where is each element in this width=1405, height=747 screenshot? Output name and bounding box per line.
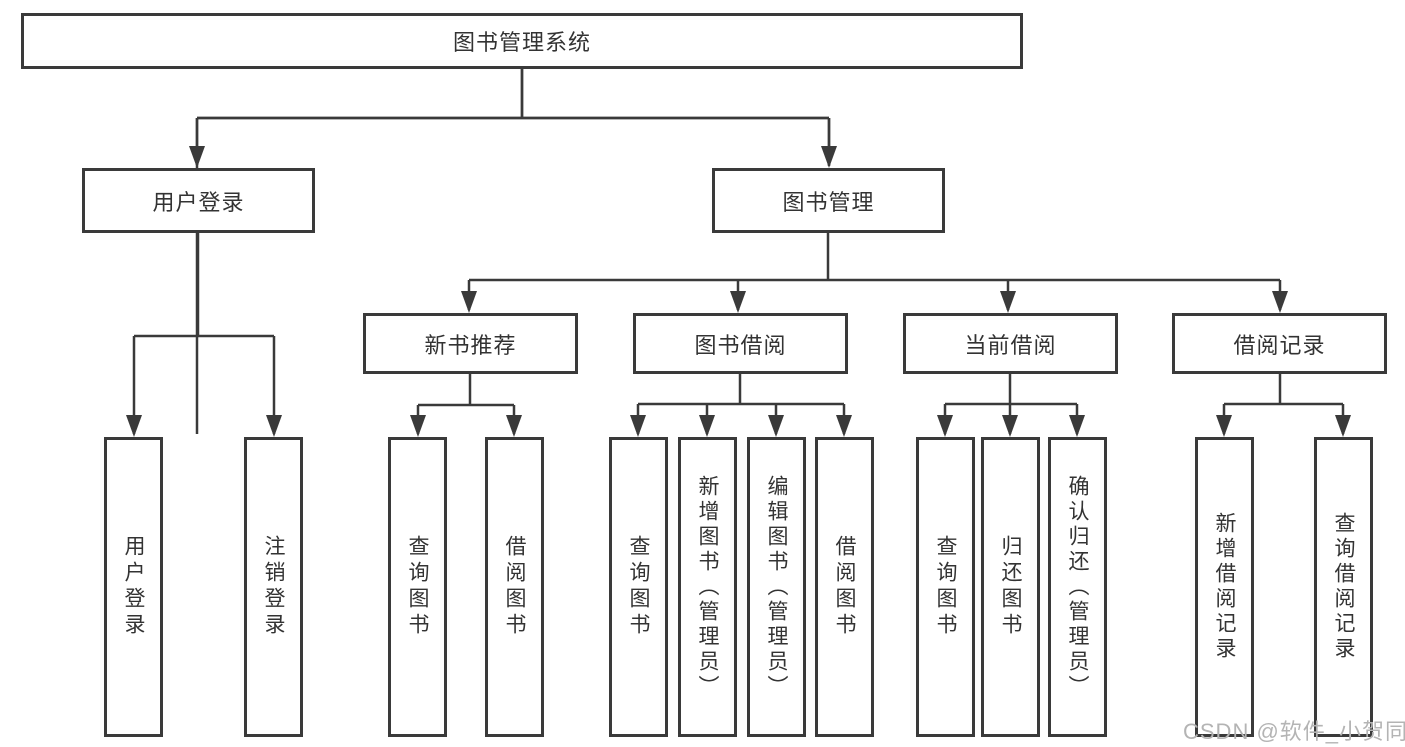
leaf-query-borrow-record-label: 查询借阅记录 [1332,512,1355,662]
leaf-borrow-book-recommend-label: 借阅图书 [503,535,526,639]
node-user-login: 用户登录 [82,168,315,233]
leaf-query-book-recommend: 查询图书 [388,437,447,737]
connector-lines [132,69,1345,434]
leaf-query-book-current-label: 查询图书 [934,535,957,639]
leaf-add-book-admin: 新增图书（管理员） [678,437,737,737]
leaf-add-borrow-record: 新增借阅记录 [1195,437,1254,737]
node-borrow-record-label: 借阅记录 [1233,332,1326,358]
node-root-label: 图书管理系统 [452,30,591,55]
leaf-query-book-borrow: 查询图书 [609,437,668,737]
node-book-borrow-label: 图书借阅 [694,332,787,358]
leaf-add-book-admin-label: 新增图书（管理员） [696,474,719,700]
leaf-borrow-book-label: 借阅图书 [833,535,856,639]
leaf-user-login: 用户登录 [104,437,163,737]
leaf-user-login-label: 用户登录 [122,535,145,639]
leaf-edit-book-admin: 编辑图书（管理员） [747,437,806,737]
leaf-return-book: 归还图书 [981,437,1040,737]
node-current-borrow-label: 当前借阅 [964,332,1057,358]
leaf-edit-book-admin-label: 编辑图书（管理员） [765,474,788,700]
leaf-logout-login-label: 注销登录 [262,535,285,639]
node-borrow-record: 借阅记录 [1172,313,1387,374]
leaf-borrow-book: 借阅图书 [815,437,874,737]
leaf-query-book-recommend-label: 查询图书 [406,535,429,639]
node-book-borrow: 图书借阅 [633,313,848,374]
leaf-confirm-return-admin: 确认归还（管理员） [1048,437,1107,737]
arrowheads [126,146,1351,437]
leaf-query-book-current: 查询图书 [916,437,975,737]
node-book-management: 图书管理 [712,168,945,233]
csdn-watermark: CSDN @软件_小贺同学 [1183,719,1405,744]
node-book-management-label: 图书管理 [782,189,875,215]
leaf-logout-login: 注销登录 [244,437,303,737]
leaf-confirm-return-admin-label: 确认归还（管理员） [1066,474,1089,700]
node-current-borrow: 当前借阅 [903,313,1118,374]
leaf-query-book-borrow-label: 查询图书 [627,535,650,639]
leaf-borrow-book-recommend: 借阅图书 [485,437,544,737]
node-new-book-recommend: 新书推荐 [363,313,578,374]
node-new-book-recommend-label: 新书推荐 [424,332,517,358]
leaf-return-book-label: 归还图书 [999,535,1022,639]
leaf-query-borrow-record: 查询借阅记录 [1314,437,1373,737]
node-root: 图书管理系统 [21,13,1023,69]
leaf-add-borrow-record-label: 新增借阅记录 [1213,512,1236,662]
node-user-login-label: 用户登录 [152,189,245,215]
